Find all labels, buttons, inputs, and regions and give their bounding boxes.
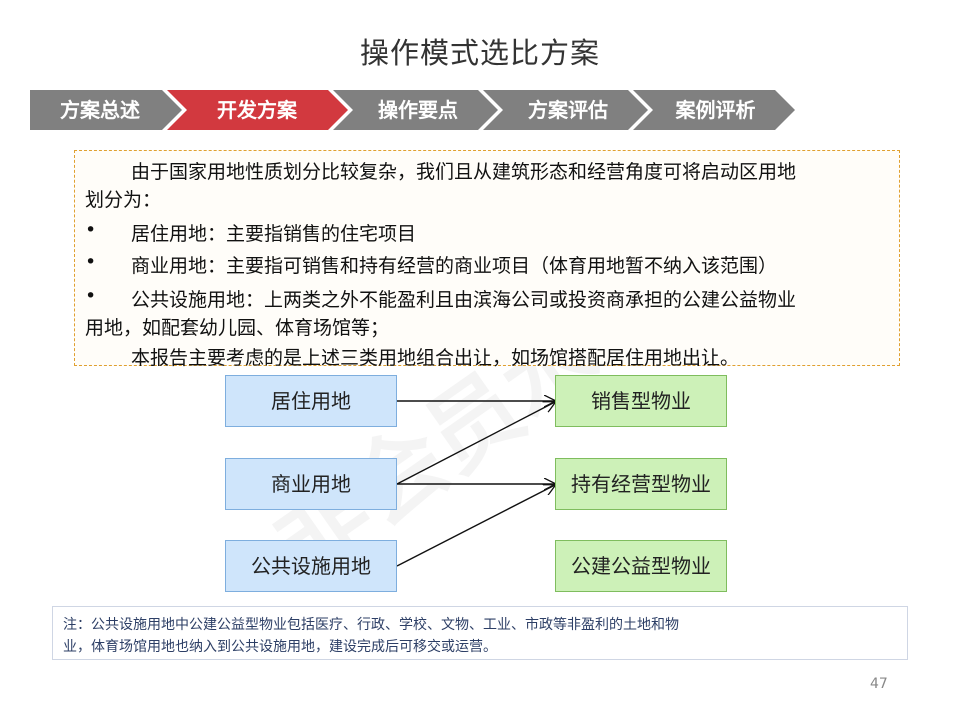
target-node-public-welfare: 公建公益型物业 xyxy=(555,540,727,592)
nav-step-1[interactable]: 方案总述 xyxy=(60,98,140,122)
footnote-line-1: 注：公共设施用地中公建公益型物业包括医疗、行政、学校、文物、工业、市政等非盈利的… xyxy=(63,617,679,633)
conclusion-text: 本报告主要考虑的是上述三类用地组合出让，如场馆搭配居住用地出让。 xyxy=(131,347,740,369)
nav-step-shape-1[interactable] xyxy=(30,90,182,130)
bullet-public-line-1: 公共设施用地：上两类之外不能盈利且由滨海公司或投资商承担的公建公益物业 xyxy=(131,289,797,311)
link-arrow-public-to-holding xyxy=(396,485,555,567)
nav-step-3[interactable]: 操作要点 xyxy=(378,98,458,122)
bullet-commercial: 商业用地：主要指可销售和持有经营的商业项目（体育用地暂不纳入该范围） xyxy=(131,255,778,277)
nav-chevrons xyxy=(30,90,795,130)
bullet-public-line-2: 用地，如配套幼儿园、体育场馆等； xyxy=(85,317,390,339)
nav-step-5[interactable]: 案例评析 xyxy=(675,98,756,122)
nav-step-shape-5[interactable] xyxy=(633,90,795,130)
target-node-sales: 销售型物业 xyxy=(555,375,727,427)
link-arrow-commercial-to-sales xyxy=(396,402,555,485)
bullet-symbol: • xyxy=(85,285,97,307)
process-nav: 方案总述 开发方案 操作要点 方案评估 案例评析 xyxy=(30,90,810,130)
footnote-box: 注：公共设施用地中公建公益型物业包括医疗、行政、学校、文物、工业、市政等非盈利的… xyxy=(52,606,908,660)
source-node-public: 公共设施用地 xyxy=(225,540,397,592)
source-node-residential: 居住用地 xyxy=(225,375,397,427)
nav-step-shape-2[interactable] xyxy=(167,90,348,130)
nav-step-2[interactable]: 开发方案 xyxy=(217,98,297,122)
bullet-symbol: • xyxy=(85,219,97,241)
description-box: 由于国家用地性质划分比较复杂，我们且从建筑形态和经营角度可将启动区用地 划分为：… xyxy=(74,150,900,369)
page-number: 47 xyxy=(870,676,888,692)
bullet-residential: 居住用地：主要指销售的住宅项目 xyxy=(131,223,417,245)
page-title: 操作模式选比方案 xyxy=(359,36,600,70)
source-node-commercial: 商业用地 xyxy=(225,458,397,510)
target-node-holding: 持有经营型物业 xyxy=(555,458,727,510)
bullet-symbol: • xyxy=(85,251,97,273)
footnote-line-2: 业，体育场馆用地也纳入到公共设施用地，建设完成后可移交或运营。 xyxy=(63,639,497,655)
nav-step-shape-3[interactable] xyxy=(333,90,498,130)
intro-text-line-2: 划分为： xyxy=(85,189,162,211)
intro-text-line-1: 由于国家用地性质划分比较复杂，我们且从建筑形态和经营角度可将启动区用地 xyxy=(131,161,797,183)
nav-step-shape-4[interactable] xyxy=(483,90,648,130)
nav-step-4[interactable]: 方案评估 xyxy=(528,98,608,122)
